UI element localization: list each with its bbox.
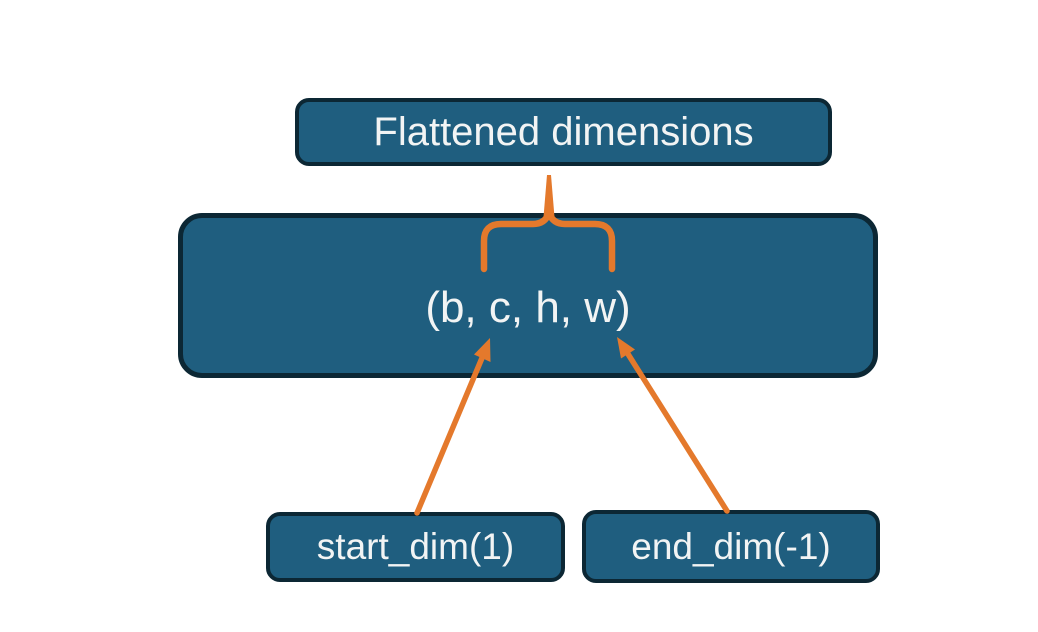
flattened-dimensions-box: Flattened dimensions (295, 98, 832, 166)
tensor-shape-label: (b, c, h, w) (425, 282, 631, 332)
start-dim-label: start_dim(1) (316, 526, 515, 567)
end-dim-box: end_dim(-1) (582, 510, 880, 583)
tensor-shape-box: (b, c, h, w) (178, 213, 878, 378)
start-dim-box: start_dim(1) (266, 512, 565, 582)
brace-connector-wedge-icon (543, 175, 555, 217)
flattened-dimensions-label: Flattened dimensions (373, 109, 754, 154)
end-dim-label: end_dim(-1) (631, 525, 831, 567)
